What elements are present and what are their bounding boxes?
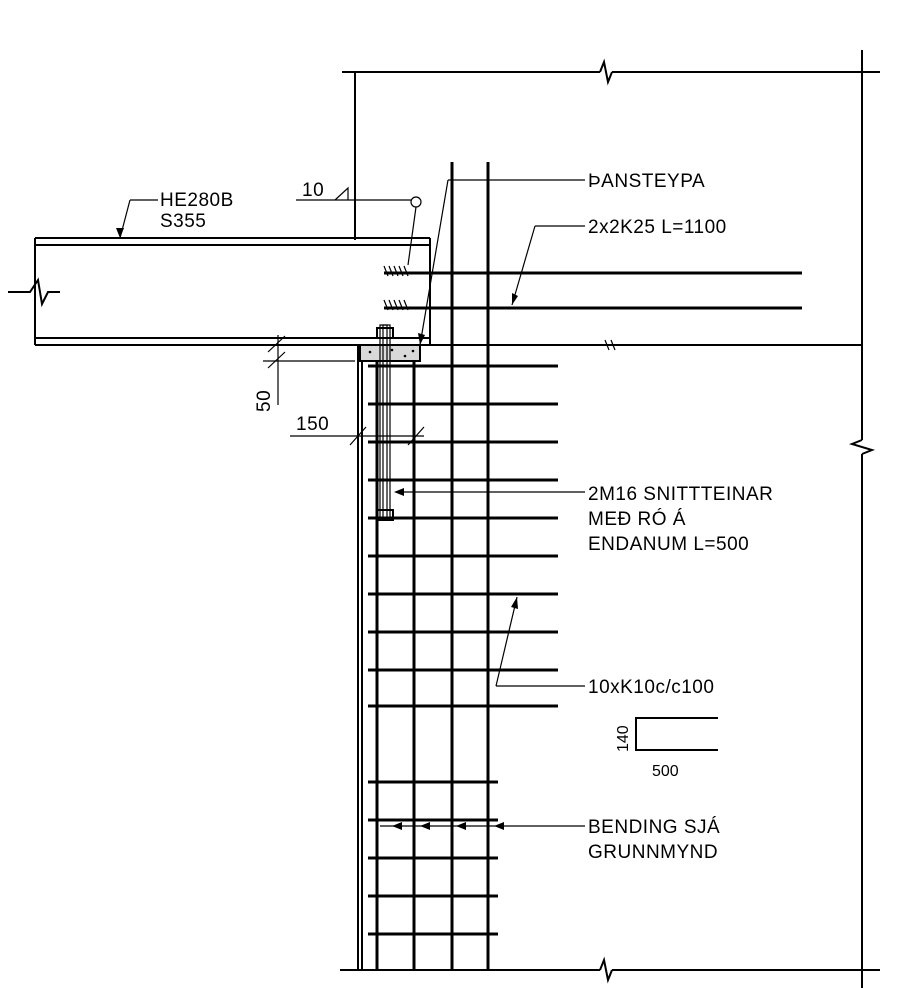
beam-profile-label: HE280B bbox=[160, 190, 234, 211]
stirrup-length-label: 500 bbox=[652, 763, 679, 780]
top-bars-label: 2x2K25 L=1100 bbox=[588, 217, 727, 238]
beam-steel-label: S355 bbox=[160, 211, 206, 232]
rods-label-line1: 2M16 SNITTTEINAR bbox=[588, 484, 773, 505]
bending-label-line1: BENDING SJÁ bbox=[588, 817, 720, 838]
dim-150-label: 150 bbox=[296, 414, 329, 435]
leaders bbox=[116, 179, 585, 830]
steel-beam bbox=[8, 237, 431, 346]
stirrup-height-label: 140 bbox=[615, 725, 632, 752]
dimensions bbox=[263, 335, 425, 446]
bending-label-line2: GRUNNMYND bbox=[588, 842, 718, 863]
top-rebars bbox=[384, 271, 802, 310]
stirrups-label: 10xK10c/c100 bbox=[588, 677, 714, 698]
concrete-outline bbox=[340, 50, 880, 988]
weld-size-label: 10 bbox=[302, 180, 324, 201]
weld-marks bbox=[383, 265, 409, 311]
grout-label: ÞANSTEYPA bbox=[588, 171, 705, 192]
rods-label-line3: ENDANUM L=500 bbox=[588, 534, 749, 555]
rods-label-line2: MEÐ RÓ Á bbox=[588, 508, 686, 530]
dim-50-label: 50 bbox=[254, 390, 275, 412]
stirrup-shape: 140 500 bbox=[615, 717, 718, 780]
vertical-rebars bbox=[375, 162, 490, 970]
stirrup-bars bbox=[368, 364, 558, 936]
